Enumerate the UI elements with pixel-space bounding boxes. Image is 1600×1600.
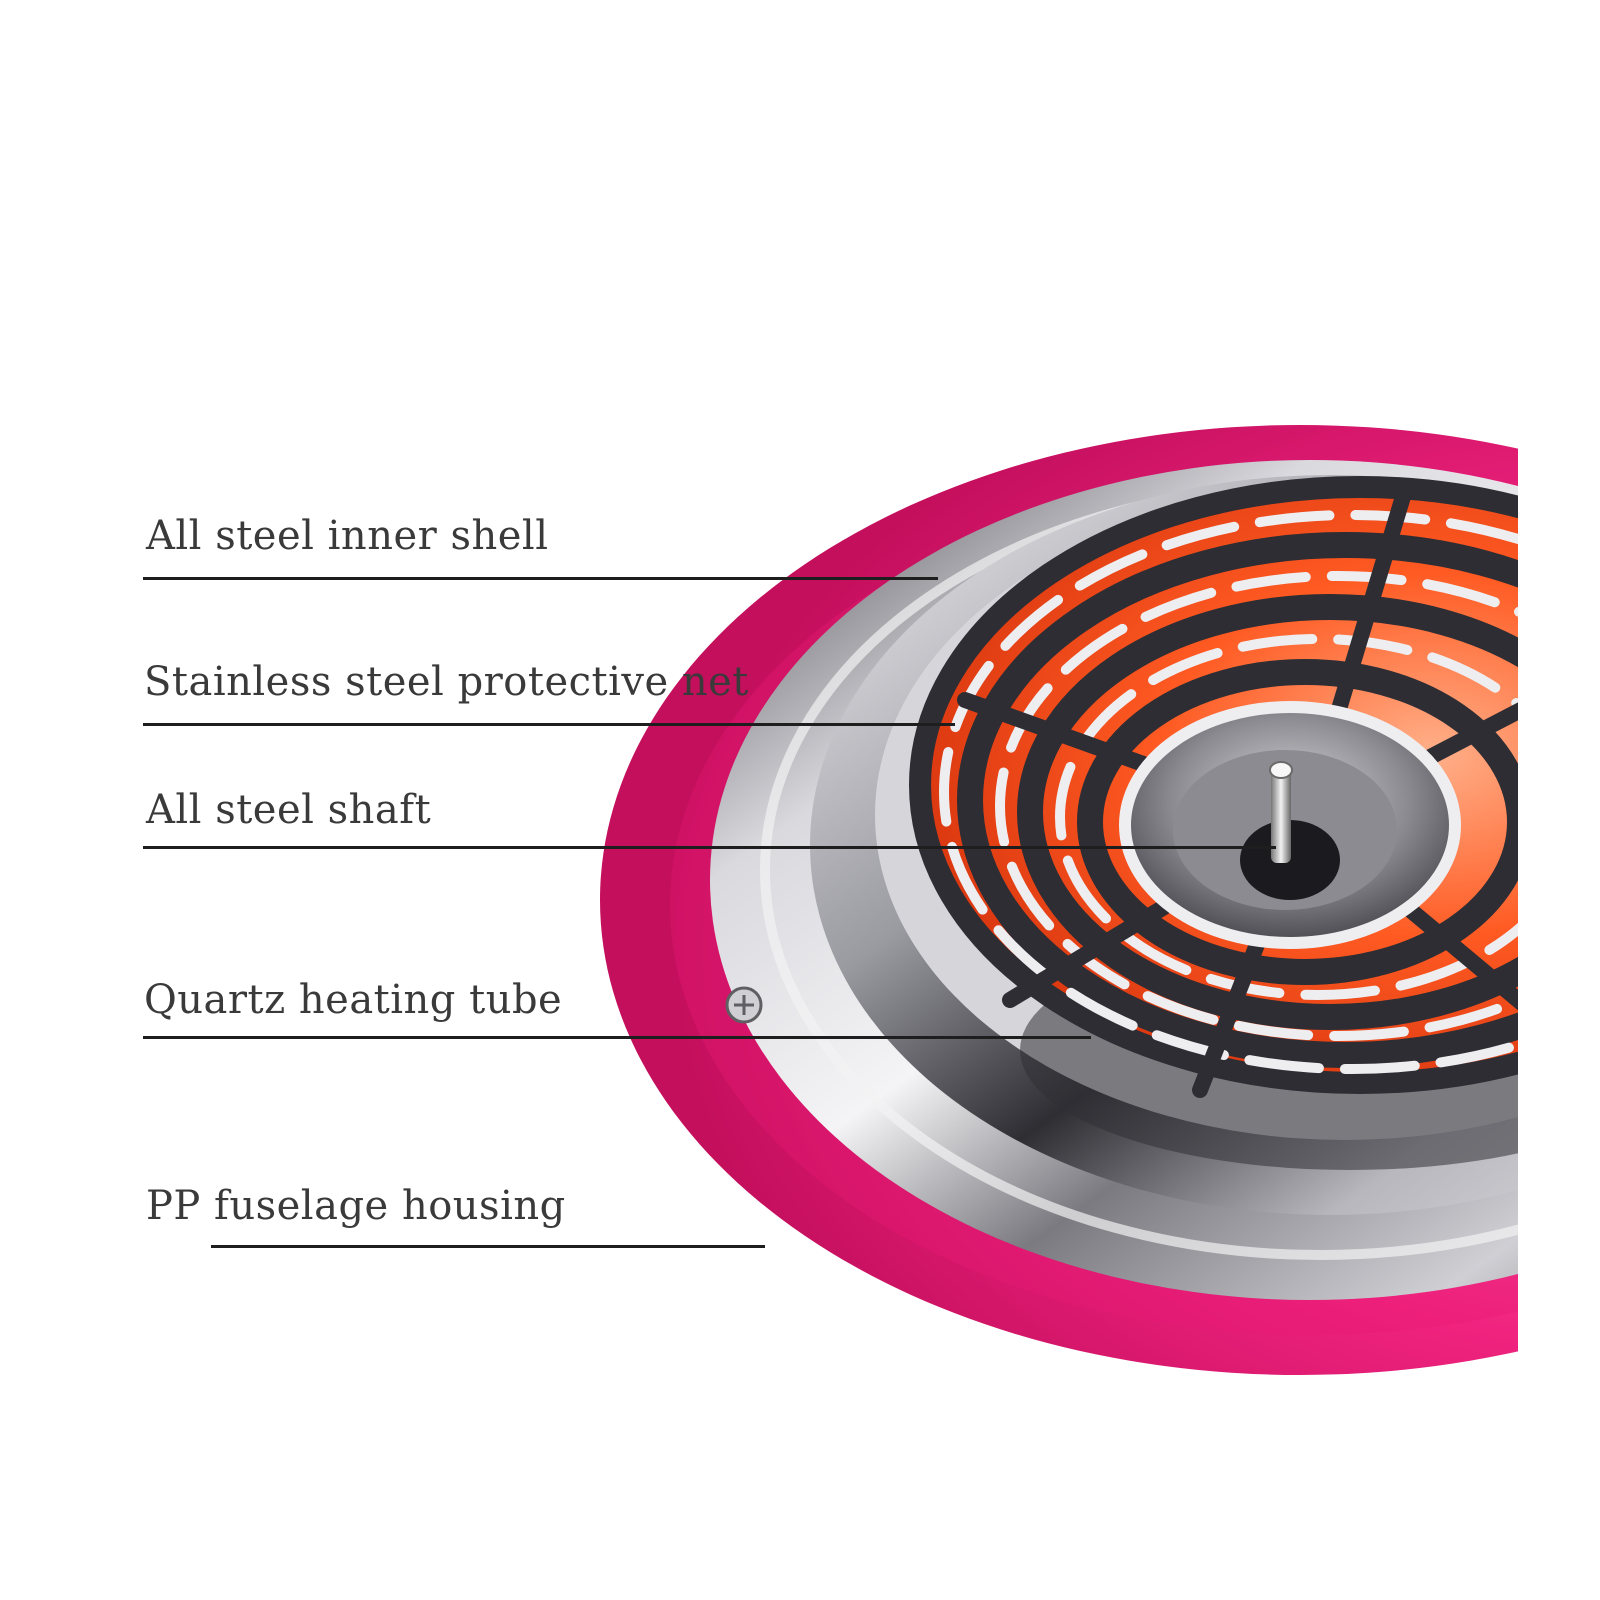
callout-line-protective-net bbox=[143, 723, 955, 726]
callout-label-fuselage-housing: PP fuselage housing bbox=[146, 1183, 566, 1229]
callout-line-steel-shaft bbox=[143, 846, 1276, 849]
callout-line-heating-tube bbox=[143, 1036, 1091, 1039]
protective-net bbox=[909, 476, 1518, 1094]
callout-label-steel-shaft: All steel shaft bbox=[146, 787, 432, 833]
mounting-screw-icon bbox=[725, 986, 763, 1024]
callout-line-inner-shell bbox=[143, 577, 938, 580]
callout-line-fuselage-housing bbox=[211, 1245, 765, 1248]
callout-label-heating-tube: Quartz heating tube bbox=[144, 977, 563, 1023]
steel-shaft-icon bbox=[1269, 761, 1293, 863]
callout-label-protective-net: Stainless steel protective net bbox=[144, 659, 749, 705]
callout-label-inner-shell: All steel inner shell bbox=[146, 513, 549, 559]
